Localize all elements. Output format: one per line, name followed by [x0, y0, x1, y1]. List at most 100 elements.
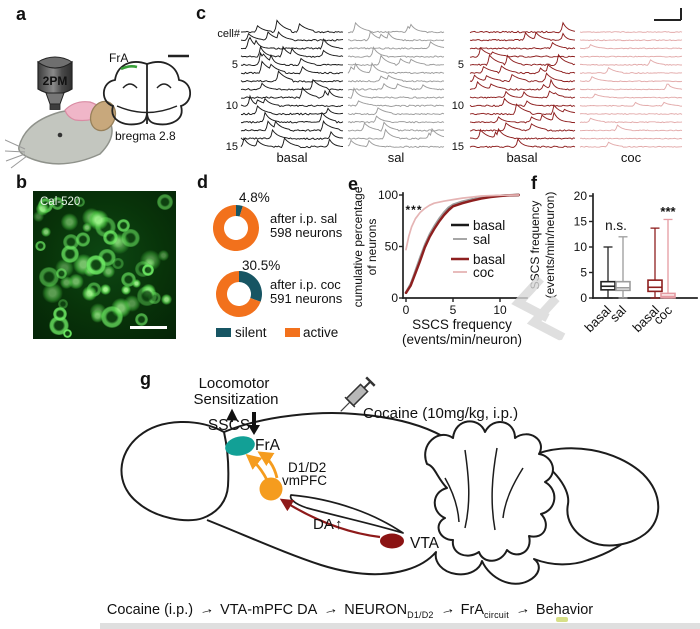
plot-legend: basal sal basal coc	[451, 218, 505, 280]
da-increase-arrow: ↑	[335, 516, 343, 533]
calcium-trace	[579, 43, 683, 50]
calcium-trace	[469, 46, 576, 58]
internal-band	[289, 494, 404, 534]
y-tick-20: 20	[574, 189, 588, 203]
panel-e-cumulative-plot: cumulative percentage of neurons 0 50 10…	[352, 186, 528, 347]
calcium-trace	[240, 86, 343, 99]
neuron-cell-blob	[52, 306, 68, 322]
fra-region-label: FrA	[109, 51, 128, 65]
legend-label-coc: coc	[473, 265, 494, 280]
calcium-trace	[469, 103, 576, 116]
legend-label-basal2: basal	[473, 252, 505, 267]
x-tick-0: 0	[403, 303, 410, 317]
neuron-cell-blob	[136, 286, 157, 307]
panel-d-donuts: 4.8% after i.p. sal 598 neurons 30.5% af…	[212, 190, 343, 340]
panel-c-traces: cell# 5 10 15 5 10 15 basal sal basal co…	[217, 8, 683, 165]
panel-g-circuit-schematic: VTA DA ↑ D1/D2 vmPFC FrA Locomotor Sensi…	[120, 375, 660, 585]
neuron-cell-blob	[88, 209, 109, 231]
cumulative-curve-coc	[405, 194, 520, 251]
neuron-cell-blob	[62, 233, 80, 251]
flow-step-behavior: Behavior	[535, 602, 594, 618]
calcium-trace	[580, 59, 682, 66]
dye-label: Cal-520	[40, 196, 81, 208]
donut-slice-active	[212, 204, 259, 251]
donut-count-coc: 591 neurons	[270, 291, 343, 306]
calcium-trace	[469, 63, 576, 75]
x-axis-label-line1: SSCS frequency	[412, 317, 512, 332]
neuron-cell-blob	[35, 202, 50, 217]
calcium-trace	[240, 120, 343, 132]
ns-annotation: n.s.	[605, 218, 627, 233]
flow-step-fra-subscript: circuit	[484, 610, 509, 620]
y-tick-10: 10	[574, 240, 588, 254]
neuron-cell-blob	[33, 211, 45, 223]
cerebellum-folds	[444, 447, 524, 531]
calcium-trace	[240, 51, 344, 67]
mouse-eye	[57, 132, 63, 138]
fra-nucleus	[225, 436, 255, 456]
calcium-trace	[347, 74, 445, 83]
box-basal	[647, 279, 663, 293]
y-tick-50: 50	[385, 240, 399, 254]
significance-stars: ***	[405, 203, 422, 217]
y-axis-label-line2: of neurons	[365, 219, 379, 276]
olfactory-bulb-outline	[120, 421, 230, 522]
calcium-trace	[241, 19, 344, 34]
vmpfc-to-fra-arrow-1	[245, 454, 269, 481]
calcium-trace	[347, 86, 445, 99]
neuron-cell-blob	[102, 230, 118, 246]
calcium-trace	[469, 122, 576, 132]
calcium-trace	[240, 78, 344, 91]
calcium-trace	[579, 117, 683, 124]
watermark-chevron-icon	[501, 271, 570, 348]
sscs-label: SSCS	[208, 417, 250, 434]
calcium-trace	[469, 111, 576, 124]
cumulative-curve-basal	[404, 193, 521, 295]
calcium-trace	[469, 90, 576, 99]
calcium-trace	[347, 107, 445, 116]
x-tick-10: 10	[493, 303, 507, 317]
calcium-trace	[347, 30, 445, 42]
neuron-cell-blob	[60, 213, 79, 231]
calcium-trace	[347, 127, 445, 140]
panel-label-g: g	[140, 369, 151, 389]
calcium-trace	[579, 55, 683, 58]
scale-bar	[130, 325, 167, 329]
cumulative-curves	[404, 193, 521, 295]
flow-step-fra: FrA	[460, 602, 484, 618]
fluorescence-image: Cal-520	[33, 191, 176, 339]
neuron-cell-blob	[74, 196, 86, 208]
row-tick-15: 15	[226, 141, 238, 153]
neuron-cell-blob	[39, 266, 60, 287]
box-sal	[615, 280, 631, 292]
donut-chart-sal	[212, 204, 259, 251]
calcium-trace	[579, 66, 683, 74]
calcium-trace	[579, 124, 683, 132]
calcium-trace	[579, 101, 683, 107]
donut-slice-active	[215, 271, 261, 317]
legend-label-silent: silent	[235, 325, 267, 340]
syringe-icon	[340, 376, 376, 412]
x-label-basal: basal	[582, 302, 615, 335]
fra-label: FrA	[255, 437, 281, 454]
flow-step-neuron-subscript: D1/D2	[407, 610, 434, 620]
calcium-trace	[579, 93, 683, 99]
row-tick-15-right: 15	[452, 141, 464, 153]
neuron-cell-blob	[90, 309, 105, 323]
significance-stars: ***	[660, 204, 676, 219]
condition-label-sal: sal	[388, 150, 405, 165]
condition-label-basal: basal	[276, 150, 307, 165]
whiskers	[5, 139, 28, 169]
calcium-trace	[240, 105, 344, 116]
silent-percent-coc: 30.5%	[242, 258, 280, 273]
cerebellum-outline	[424, 420, 556, 562]
neuron-cell-blob	[120, 284, 131, 295]
y-axis-label-line1: SSCS frequency	[528, 201, 542, 290]
vmpfc-label: vmPFC	[282, 473, 327, 488]
calcium-trace	[579, 39, 683, 42]
mouse-ear	[89, 100, 117, 132]
objective-label: 2PM	[43, 74, 68, 88]
x-tick-5: 5	[450, 303, 457, 317]
y-tick-15: 15	[574, 215, 588, 229]
